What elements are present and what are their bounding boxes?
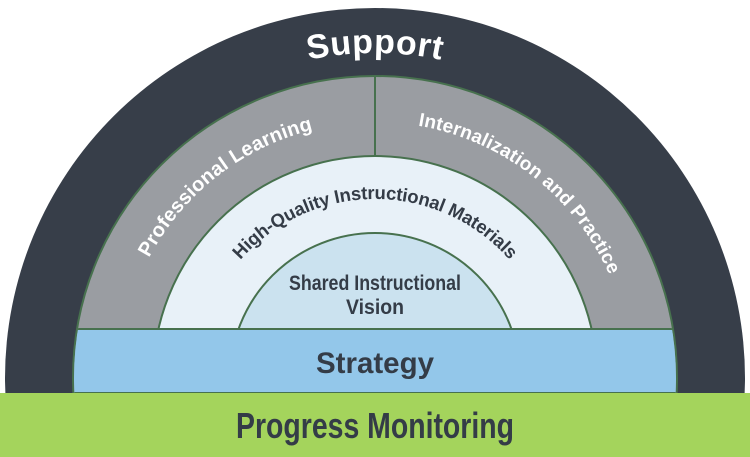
strategy-bar <box>74 328 676 394</box>
progress-monitoring-bar <box>0 393 750 457</box>
progress-monitoring-label: Progress Monitoring <box>236 405 514 446</box>
shared-vision-line1: Shared Instructional <box>289 272 461 295</box>
strategy-label: Strategy <box>316 347 434 380</box>
shared-vision-line2: Vision <box>346 296 404 319</box>
